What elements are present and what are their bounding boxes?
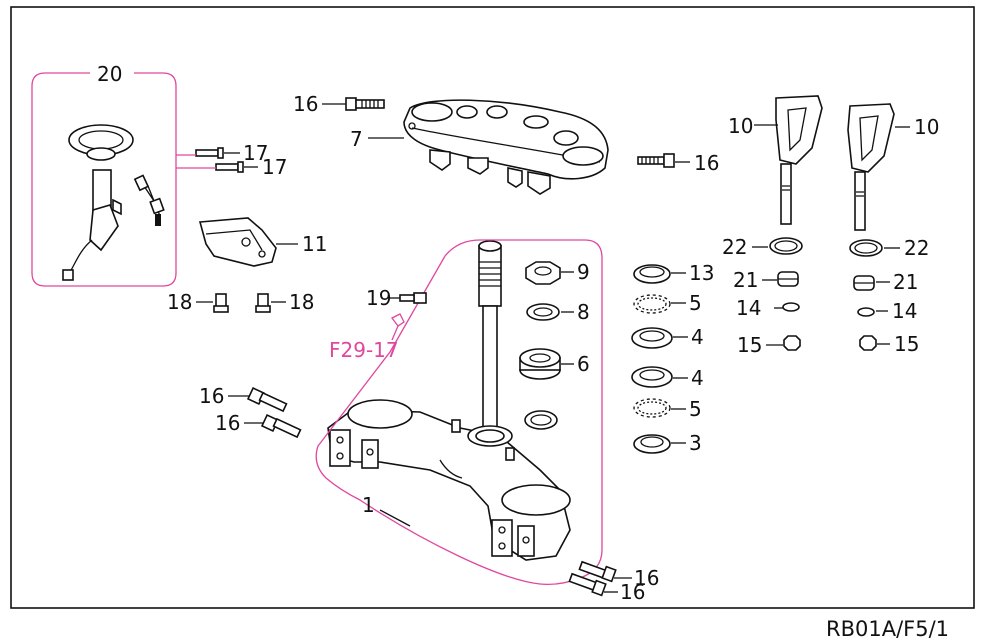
bolt-19-part (399, 292, 427, 304)
bolt-16-low-a-part (246, 386, 288, 413)
reference-code: RB01A/F5/1 (826, 617, 949, 641)
callout-10-left: 10 (728, 114, 753, 138)
callout-13: 13 (689, 261, 714, 285)
ignition-switch-part (62, 124, 134, 281)
seal-under-6-part (524, 410, 558, 430)
seal-13-part (633, 264, 671, 284)
callout-22-right: 22 (904, 236, 929, 260)
callout-16-low-a: 16 (199, 384, 224, 408)
handlebar-left-part (775, 95, 823, 225)
washer-14-left (782, 302, 800, 312)
bracket-11-part (198, 217, 277, 267)
bolt-16-low-b-part (260, 413, 302, 439)
bolt-16-br-a-part (578, 560, 617, 583)
callout-16-mid: 16 (694, 151, 719, 175)
callout-17-b: 17 (262, 155, 287, 179)
callout-1: 1 (362, 493, 375, 517)
callout-21-right: 21 (893, 270, 918, 294)
ball-race-5-top-part (633, 294, 671, 314)
callout-16-br-b: 16 (620, 580, 645, 604)
callout-5-top: 5 (689, 291, 702, 315)
callout-15-left: 15 (737, 333, 762, 357)
bolt-16-top-part (345, 97, 385, 111)
callout-14-left: 14 (736, 296, 761, 320)
keys-part (133, 174, 165, 226)
callout-18-right: 18 (289, 290, 314, 314)
callout-3: 3 (689, 431, 702, 455)
callout-16-low-b: 16 (215, 411, 240, 435)
callout-14-right: 14 (892, 299, 917, 323)
callout-6: 6 (577, 352, 590, 376)
race-3-part (633, 434, 671, 454)
group-label-f29-17: F29-17 (329, 338, 399, 362)
callout-17-a: 17 (243, 141, 268, 165)
callout-4-bot: 4 (691, 366, 704, 390)
nut-15-left (783, 335, 801, 351)
callout-18-left: 18 (167, 290, 192, 314)
callout-15-right: 15 (894, 332, 919, 356)
callout-19: 19 (366, 286, 391, 310)
callout-4-top: 4 (691, 325, 704, 349)
callout-21-left: 21 (733, 268, 758, 292)
stem-group-outline (315, 239, 603, 586)
callout-22-left: 22 (722, 235, 747, 259)
steering-stem-part (478, 240, 502, 437)
callout-5-bot: 5 (689, 397, 702, 421)
callout-10-right: 10 (914, 115, 939, 139)
top-bridge-part (403, 99, 609, 195)
callout-16-top: 16 (293, 92, 318, 116)
lower-bracket-part (327, 399, 571, 561)
bolt-16-br-b-part (568, 572, 607, 597)
rubber-21-left-part (777, 271, 799, 287)
washer-8-part (526, 303, 560, 321)
screws-17-part (195, 147, 244, 173)
bolt-18-left-part (213, 293, 229, 313)
nut-9-part (525, 261, 561, 285)
callout-7: 7 (350, 127, 363, 151)
clip-part (391, 313, 405, 327)
callout-16-br-a: 16 (634, 566, 659, 590)
locknut-6-part (519, 348, 561, 380)
callout-9: 9 (577, 260, 590, 284)
callout-11: 11 (302, 232, 327, 256)
nut-15-right (859, 335, 877, 351)
rubber-21-right-part (853, 275, 875, 291)
group-20-outline (31, 72, 177, 287)
ball-race-5-bot-part (633, 398, 671, 418)
bolt-16-mid-part (637, 153, 675, 168)
callout-8: 8 (577, 300, 590, 324)
callout-20: 20 (97, 62, 122, 86)
bolt-18-right-part (255, 293, 271, 313)
handlebar-right-part (847, 103, 895, 231)
diagram-frame (10, 6, 975, 609)
washer-14-right (857, 307, 875, 317)
